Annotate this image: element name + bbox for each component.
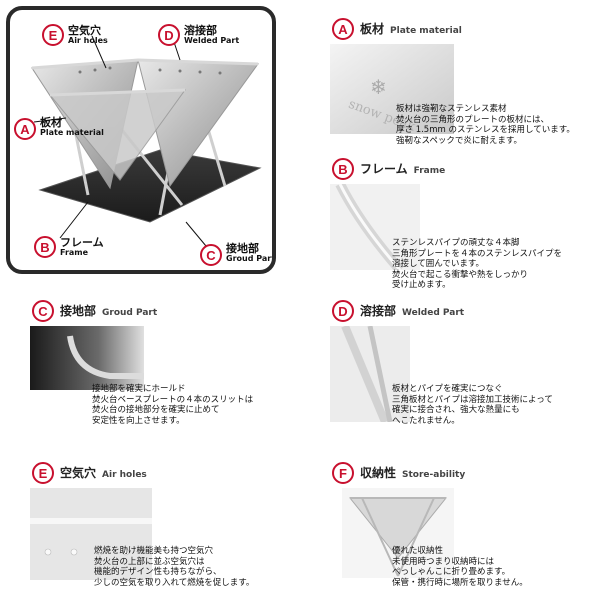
air-holes — [78, 66, 222, 75]
label-plate-en: Plate material — [40, 128, 104, 137]
main-product-panel: E 空気穴 Air holes D 溶接部 Welded Part A 板材 P… — [6, 6, 276, 274]
badge-c: C — [200, 244, 222, 266]
label-plate-jp: 板材 — [40, 116, 62, 129]
label-air-holes-en: Air holes — [68, 36, 108, 45]
section-d-description: 板材とパイプを確実につなぐ 三角板材とパイプは溶接加工技術によって 確実に接合さ… — [392, 384, 553, 426]
label-frame-en: Frame — [60, 248, 89, 257]
section-c-description: 接地部を確実にホールド 焚火台ベースプレートの４本のスリットは 焚火台の接地部分… — [92, 384, 254, 426]
section-a-description: 板材は強靭なステンレス素材 焚火台の三角形のプレートの板材には、 厚さ 1.5m… — [396, 104, 575, 146]
label-frame-jp: フレーム — [60, 236, 104, 249]
snowflake-logo-icon: ❄ — [370, 75, 387, 99]
section-e-description: 燃焼を助け機能美も持つ空気穴 焚火台の上部に並ぶ空気穴は 機能的デザイン性も持ち… — [94, 546, 255, 588]
section-b-badge: B — [332, 158, 354, 180]
badge-d: D — [158, 24, 180, 46]
section-f-photo — [342, 488, 454, 578]
section-d-photo — [330, 326, 410, 422]
label-welded-jp: 溶接部 — [184, 24, 217, 37]
label-welded-en: Welded Part — [184, 36, 240, 45]
label-ground-jp: 接地部 — [226, 242, 259, 255]
section-d-badge: D — [332, 300, 354, 322]
section-f-description: 優れた収納性 未使用時つまり収納時には ぺっしゃんこに折り畳めます。 保管・携行… — [392, 546, 528, 588]
badge-e: E — [42, 24, 64, 46]
section-b-photo — [330, 184, 420, 270]
section-a-badge: A — [332, 18, 354, 40]
fire-pit-illustration — [31, 35, 262, 247]
section-e-photo — [30, 488, 152, 580]
section-b-description: ステンレスパイプの頑丈な４本脚 三角形プレートを４本のステンレスパイプを 溶接し… — [392, 238, 563, 290]
base-plate — [38, 149, 262, 223]
section-c-photo — [30, 326, 144, 390]
badge-a: A — [14, 118, 36, 140]
label-ground-en: Groud Part — [226, 254, 276, 263]
section-a-photo: ❄ snow peak — [330, 44, 454, 134]
badge-b: B — [34, 236, 56, 258]
section-c-badge: C — [32, 300, 54, 322]
section-e-badge: E — [32, 462, 54, 484]
section-f-badge: F — [332, 462, 354, 484]
label-air-holes-jp: 空気穴 — [68, 24, 101, 37]
